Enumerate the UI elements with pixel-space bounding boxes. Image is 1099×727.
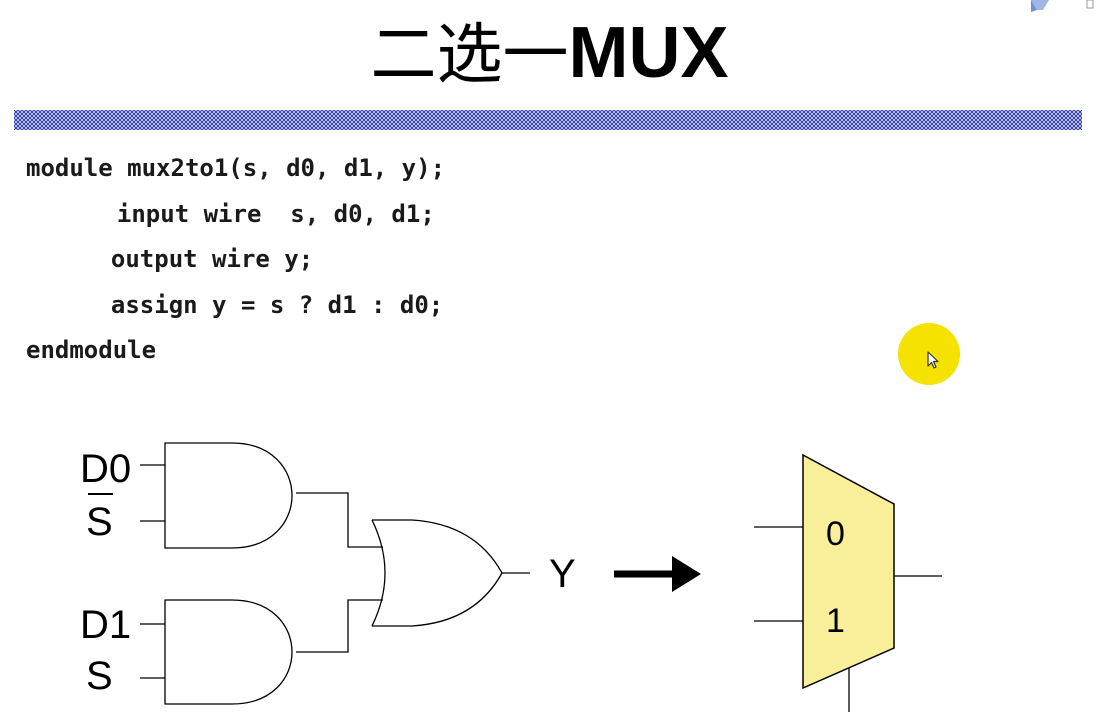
code-line: input wire s, d0, d1; (88, 199, 435, 228)
and-gate-top (164, 442, 293, 549)
mux-input-label-0: 0 (826, 515, 845, 553)
slide-title: 二选一MUX (0, 8, 1099, 100)
input-label-s: S (86, 654, 113, 698)
mux-body (802, 453, 895, 690)
mux-symbol (754, 453, 942, 712)
title-chinese: 二选一 (370, 16, 569, 93)
code-line: endmodule (26, 336, 157, 364)
code-line: output wire y; (82, 245, 314, 273)
title-english: MUX (568, 13, 729, 93)
and-gate-bottom (164, 599, 293, 705)
input-label-s-inverted: S (86, 500, 113, 544)
input-label-d0: D0 (80, 447, 131, 491)
input-label-d1: D1 (80, 603, 131, 647)
or-gate (371, 519, 503, 627)
right-arrow-icon (614, 556, 701, 592)
title-divider (14, 110, 1082, 130)
verilog-code-block: module mux2to1(s, d0, d1, y); input wire… (26, 146, 445, 374)
app-overlay-icon (1031, 0, 1094, 12)
code-line: assign y = s ? d1 : d0; (82, 290, 444, 319)
output-label-y: Y (549, 552, 576, 596)
wires (140, 464, 530, 679)
mux-input-label-1: 1 (826, 602, 845, 640)
mouse-pointer-icon (927, 351, 939, 369)
code-line: module mux2to1(s, d0, d1, y); (26, 154, 446, 182)
